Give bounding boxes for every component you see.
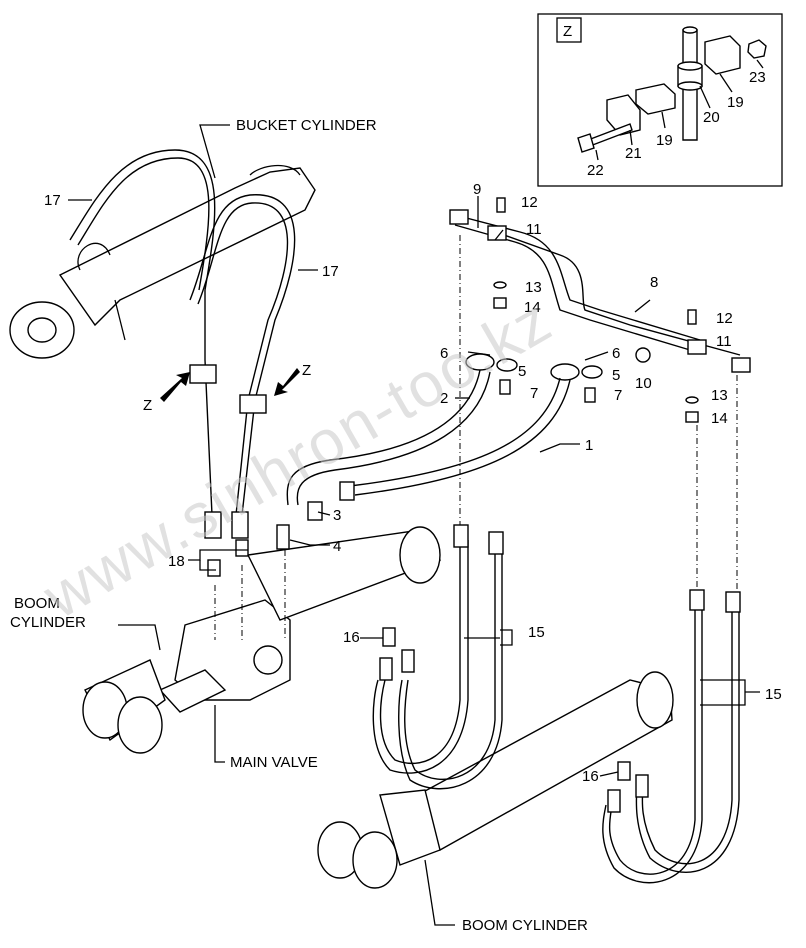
arrow-z-left-label: Z [143, 397, 152, 414]
part-number-5a: 5 [518, 363, 526, 380]
part-number-16a: 16 [343, 629, 360, 646]
part-number-19a: 19 [727, 94, 744, 111]
part-number-7a: 7 [530, 385, 538, 402]
part-number-9: 9 [473, 181, 481, 198]
fittings [204, 481, 741, 813]
part-number-2: 2 [440, 390, 448, 407]
part-number-6b: 6 [612, 345, 620, 362]
hoses [214, 235, 740, 884]
part-number-4: 4 [333, 538, 341, 555]
part-number-11b: 11 [716, 333, 732, 350]
part-number-18: 18 [168, 553, 185, 570]
part-number-13b: 13 [711, 387, 728, 404]
part-number-17b: 17 [322, 263, 339, 280]
part-numbers: 1 2 3 4 5 5 6 6 7 7 8 9 10 11 11 12 12 1… [44, 69, 782, 785]
part-number-5b: 5 [612, 367, 620, 384]
boom-cylinder-bottom-illustration [317, 671, 674, 889]
main-valve-illustration [82, 526, 442, 754]
z-arrow-right-icon [274, 368, 300, 396]
part-number-13a: 13 [525, 279, 542, 296]
part-number-14b: 14 [711, 410, 728, 427]
part-number-1: 1 [585, 437, 593, 454]
part-number-23: 23 [749, 69, 766, 86]
bucket-cylinder-label: BUCKET CYLINDER [236, 117, 377, 134]
part-number-21: 21 [625, 145, 642, 162]
part-number-3: 3 [333, 507, 341, 524]
detail-z-box [537, 13, 783, 187]
z-arrow-left-icon [160, 372, 190, 402]
arrow-z-right-label: Z [302, 362, 311, 379]
part-number-17a: 17 [44, 192, 61, 209]
boom-cylinder-bottom-label: BOOM CYLINDER [462, 917, 588, 934]
part-number-20: 20 [703, 109, 720, 126]
part-number-14a: 14 [524, 299, 541, 316]
part-number-22: 22 [587, 162, 604, 179]
part-number-11a: 11 [526, 221, 542, 238]
bucket-cylinder-illustration [9, 149, 316, 516]
part-number-6a: 6 [440, 345, 448, 362]
boom-cylinder-left-label-1: BOOM [14, 595, 60, 612]
labels: BUCKET CYLINDER BOOM CYLINDER MAIN VALVE… [10, 23, 588, 934]
part-number-12a: 12 [521, 194, 538, 211]
leader-lines [68, 124, 760, 926]
part-number-19b: 19 [656, 132, 673, 149]
part-number-15b: 15 [765, 686, 782, 703]
boom-cylinder-left-label-2: CYLINDER [10, 614, 86, 631]
detail-z-label: Z [563, 23, 572, 40]
part-number-12b: 12 [716, 310, 733, 327]
part-number-10: 10 [635, 375, 652, 392]
pipe-assembly [449, 197, 751, 423]
part-number-8: 8 [650, 274, 658, 291]
main-valve-label: MAIN VALVE [230, 754, 318, 771]
part-number-16b: 16 [582, 768, 599, 785]
part-number-15a: 15 [528, 624, 545, 641]
part-number-7b: 7 [614, 387, 622, 404]
